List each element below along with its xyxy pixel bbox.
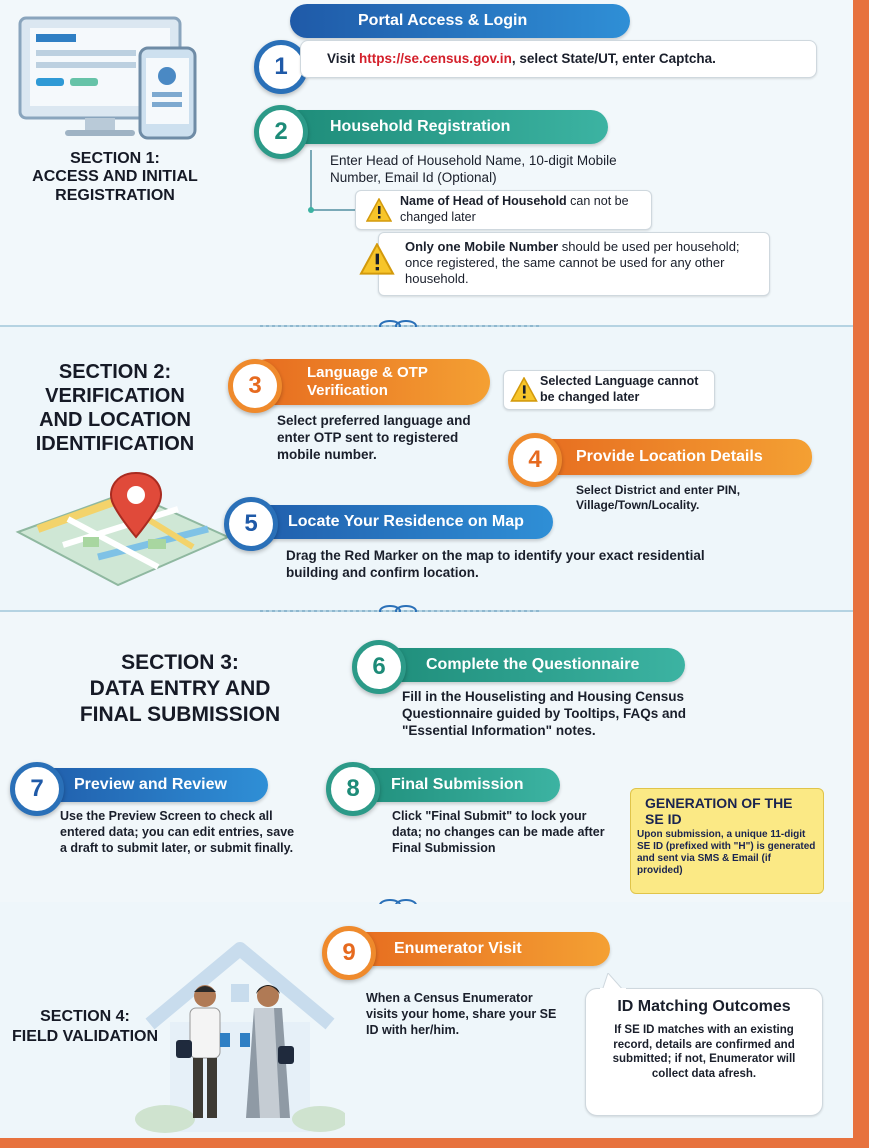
step-8-number: 8 — [326, 762, 380, 816]
outcomes-text: If SE ID matches with an existing record… — [612, 1024, 796, 1080]
section-1-title: SECTION 1: ACCESS AND INITIAL REGISTRATI… — [32, 150, 198, 204]
section-3-title: SECTION 3: DATA ENTRY AND FINAL SUBMISSI… — [79, 651, 281, 726]
step-3-label: Language & OTP Verification — [307, 364, 428, 399]
step-5-label: Locate Your Residence on Map — [288, 513, 524, 530]
section-4-title: SECTION 4: FIELD VALIDATION — [11, 1008, 159, 1045]
step-4-number: 4 — [508, 433, 562, 487]
warning-box-1: Name of Head of Household can not be cha… — [355, 190, 652, 230]
section-1: SECTION 1: ACCESS AND INITIAL REGISTRATI… — [0, 0, 853, 325]
step-2-pill: Household Registration — [278, 110, 608, 144]
step-5-text: Drag the Red Marker on the map to identi… — [286, 548, 705, 580]
se-id-title: GENERATION OF THE SE ID — [645, 795, 793, 827]
step-1-label: Portal Access & Login — [358, 12, 528, 29]
step-7-text: Use the Preview Screen to check all ente… — [60, 809, 295, 855]
step-2-label: Household Registration — [330, 118, 511, 135]
step-4-pill: Provide Location Details — [520, 439, 812, 475]
outcomes-box: ID Matching Outcomes If SE ID matches wi… — [585, 973, 823, 1116]
step-7-label: Preview and Review — [74, 776, 227, 793]
warning-1-text: Name of Head of Household can not be cha… — [400, 194, 629, 224]
frame-border-right — [853, 0, 869, 1148]
step-3-number: 3 — [228, 359, 282, 413]
section-4: SECTION 4: FIELD VALIDATION Enumerator V… — [0, 904, 853, 1138]
divider-2 — [0, 610, 853, 613]
step-6-label: Complete the Questionnaire — [426, 656, 640, 673]
step-1-text: Visit https://se.census.gov.in, select S… — [327, 51, 716, 66]
step-7-number: 7 — [10, 762, 64, 816]
warning-box-2: Only one Mobile Number should be used pe… — [359, 232, 770, 296]
frame-border-bottom — [0, 1138, 869, 1148]
connector-line — [308, 150, 360, 213]
enumerator-people-icon — [176, 985, 294, 1118]
step-6-pill: Complete the Questionnaire — [360, 648, 685, 682]
step-9-label: Enumerator Visit — [394, 940, 522, 957]
outcomes-title: ID Matching Outcomes — [617, 998, 791, 1015]
section-2-title: SECTION 2: VERIFICATION AND LOCATION IDE… — [35, 361, 195, 455]
portal-url-link[interactable]: https://se.census.gov.in — [359, 51, 512, 66]
step-4-label: Provide Location Details — [576, 448, 763, 465]
step-1-pill: Portal Access & Login — [290, 4, 630, 38]
step-4-text: Select District and enter PIN, Village/T… — [576, 483, 741, 512]
warning-box-3: Selected Language cannot be changed late… — [503, 370, 715, 410]
warning-icon — [366, 198, 392, 222]
step-9-pill: Enumerator Visit — [340, 932, 610, 966]
step-2-text: Enter Head of Household Name, 10-digit M… — [330, 153, 617, 185]
step-6-number: 6 — [352, 640, 406, 694]
step-1-number: 1 — [254, 40, 308, 94]
step-3-text: Select preferred language and enter OTP … — [277, 413, 471, 462]
step-5-number: 5 — [224, 497, 278, 551]
step-9-text: When a Census Enumerator visits your hom… — [366, 991, 557, 1037]
section-2: SECTION 2: VERIFICATION AND LOCATION IDE… — [0, 327, 853, 610]
warning-icon — [359, 243, 395, 275]
bubble-tail — [600, 973, 626, 991]
computer-phone-icon — [18, 16, 197, 140]
step-8-text: Click "Final Submit" to lock your data; … — [392, 809, 605, 855]
step-2-number: 2 — [254, 105, 308, 159]
divider-1 — [0, 325, 853, 328]
section-3: SECTION 3: DATA ENTRY AND FINAL SUBMISSI… — [0, 612, 853, 902]
step-6-text: Fill in the Houselisting and Housing Cen… — [402, 689, 687, 738]
warning-2-text: Only one Mobile Number should be used pe… — [405, 239, 740, 286]
map-pin-icon — [15, 471, 231, 587]
step-3-pill: Language & OTP Verification — [245, 359, 490, 405]
warning-3-text: Selected Language cannot be changed late… — [540, 374, 699, 404]
warning-icon — [510, 377, 538, 402]
step-5-pill: Locate Your Residence on Map — [228, 505, 553, 539]
step-1-box: Visit https://se.census.gov.in, select S… — [300, 40, 817, 78]
step-8-label: Final Submission — [391, 776, 524, 793]
se-id-box: GENERATION OF THE SE ID Upon submission,… — [630, 788, 824, 894]
se-id-text: Upon submission, a unique 11-digit SE ID… — [637, 829, 816, 876]
step-9-number: 9 — [322, 926, 376, 980]
